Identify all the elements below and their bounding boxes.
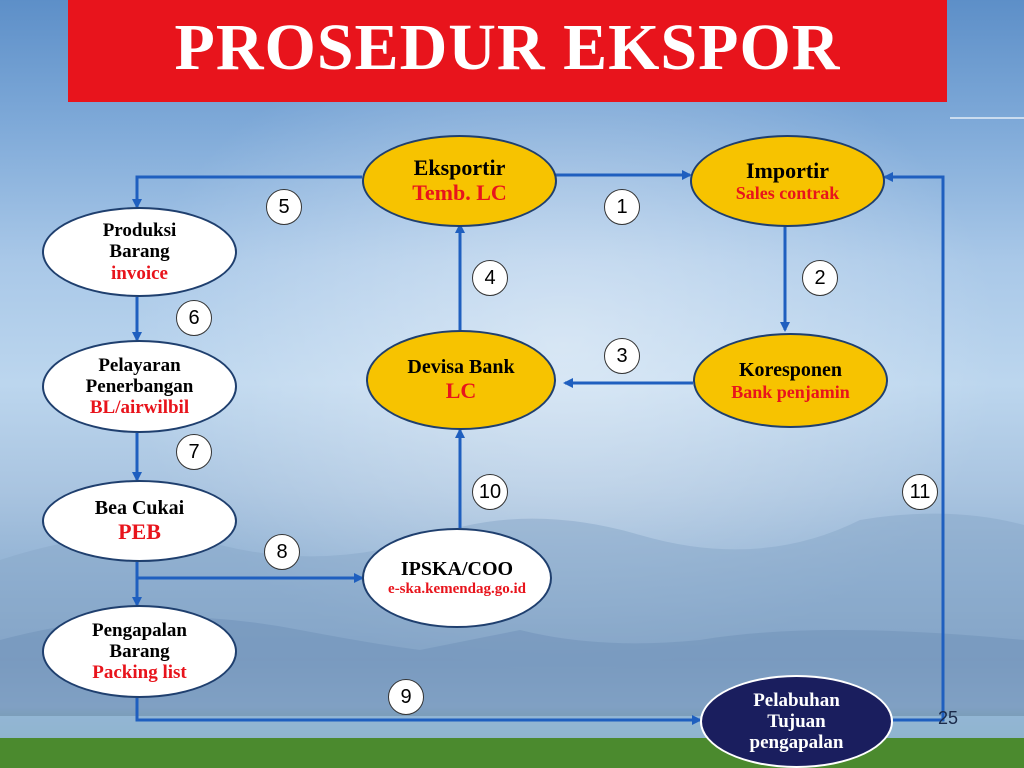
pelayaran-sublabel: BL/airwilbil: [89, 397, 190, 419]
node-pengapalan: Pengapalan Barang Packing list: [42, 605, 237, 698]
pelabuhan-label-3: pengapalan: [749, 732, 844, 754]
title-banner: PROSEDUR EKSPOR: [68, 0, 947, 102]
arrow-11: [883, 172, 945, 722]
pengapalan-sublabel: Packing list: [92, 662, 187, 684]
pengapalan-label-2: Barang: [109, 640, 170, 662]
divider-line: [950, 117, 1024, 119]
importir-sublabel: Sales contrak: [735, 183, 840, 204]
step-number-6: 6: [176, 300, 212, 336]
node-pelayaran: Pelayaran Penerbangan BL/airwilbil: [42, 340, 237, 433]
step-number-9: 9: [388, 679, 424, 715]
koresponen-sublabel: Bank penjamin: [731, 381, 850, 402]
produksi-label-2: Barang: [109, 241, 170, 263]
node-produksi: Produksi Barang invoice: [42, 207, 237, 297]
eksportir-label: Eksportir: [413, 155, 506, 181]
produksi-label-1: Produksi: [102, 220, 177, 242]
node-pelabuhan: Pelabuhan Tujuan pengapalan: [700, 675, 893, 768]
step-number-3: 3: [604, 338, 640, 374]
pengapalan-label-1: Pengapalan: [91, 619, 188, 641]
node-devisa-bank: Devisa Bank LC: [366, 330, 556, 430]
importir-label: Importir: [745, 157, 830, 183]
step-number-1: 1: [604, 189, 640, 225]
eksportir-sublabel: Temb. LC: [412, 180, 507, 205]
node-ipska: IPSKA/COO e-ska.kemendag.go.id: [362, 528, 552, 628]
koresponen-label: Koresponen: [739, 359, 842, 382]
pelabuhan-label-1: Pelabuhan: [753, 689, 840, 711]
ipska-sublabel: e-ska.kemendag.go.id: [388, 580, 526, 597]
devisa-bank-sublabel: LC: [445, 377, 477, 403]
pelabuhan-label-2: Tujuan: [767, 710, 826, 732]
page-title: PROSEDUR EKSPOR: [174, 11, 841, 84]
pelayaran-label-2: Penerbangan: [85, 375, 194, 397]
slide-number: 25: [938, 708, 959, 728]
step-number-11: 11: [902, 474, 938, 510]
devisa-bank-label: Devisa Bank: [407, 356, 515, 379]
arrow-8: [135, 562, 364, 583]
ipska-label: IPSKA/COO: [400, 558, 514, 581]
step-number-2: 2: [802, 260, 838, 296]
step-number-10: 10: [472, 474, 508, 510]
node-importir: Importir Sales contrak: [690, 135, 885, 227]
arrow-9: [135, 698, 702, 725]
bea-cukai-label: Bea Cukai: [94, 497, 185, 520]
node-eksportir: Eksportir Temb. LC: [362, 135, 557, 227]
produksi-sublabel: invoice: [111, 262, 168, 284]
step-number-8: 8: [264, 534, 300, 570]
step-number-5: 5: [266, 189, 302, 225]
step-number-4: 4: [472, 260, 508, 296]
node-bea-cukai: Bea Cukai PEB: [42, 480, 237, 562]
step-number-7: 7: [176, 434, 212, 470]
node-koresponen: Koresponen Bank penjamin: [693, 333, 888, 428]
pelayaran-label-1: Pelayaran: [98, 354, 181, 376]
arrow-5: [132, 175, 362, 209]
bea-cukai-sublabel: PEB: [118, 518, 161, 544]
